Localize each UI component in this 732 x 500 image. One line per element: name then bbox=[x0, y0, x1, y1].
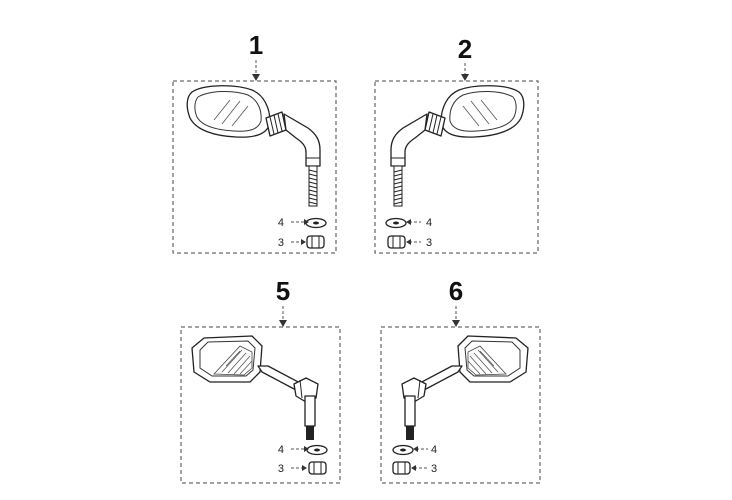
part-3-nut: 3 bbox=[392, 461, 437, 475]
arrow-icon bbox=[452, 320, 460, 327]
arrow-icon bbox=[302, 465, 307, 471]
assembly-box bbox=[180, 326, 341, 484]
mirror-drawing bbox=[401, 335, 529, 440]
part-number: 4 bbox=[278, 444, 284, 456]
assembly-2: 2 4 bbox=[374, 34, 539, 254]
arrow-icon bbox=[304, 219, 309, 225]
part-3-nut: 3 bbox=[278, 461, 327, 475]
mirror-drawing bbox=[191, 335, 319, 440]
part-number: 3 bbox=[278, 237, 284, 249]
assembly-box bbox=[172, 80, 337, 254]
part-number: 3 bbox=[431, 463, 437, 475]
arrow-icon bbox=[406, 239, 411, 245]
arrow-icon bbox=[304, 446, 309, 452]
arrow-icon bbox=[406, 219, 411, 225]
arrow-icon bbox=[461, 74, 469, 81]
arrow-icon bbox=[411, 465, 416, 471]
assembly-number: 1 bbox=[249, 30, 263, 60]
assembly-6: 6 4 bbox=[380, 276, 541, 484]
arrow-icon bbox=[252, 74, 260, 81]
arrow-icon bbox=[279, 320, 287, 327]
part-3-nut: 3 bbox=[278, 235, 325, 249]
mirror-drawing bbox=[390, 85, 525, 207]
part-4-washer: 4 bbox=[278, 217, 327, 229]
part-number: 4 bbox=[431, 444, 437, 456]
arrow-icon bbox=[413, 446, 418, 452]
part-3-nut: 3 bbox=[387, 235, 432, 249]
assembly-number: 2 bbox=[458, 34, 472, 64]
assembly-box bbox=[380, 326, 541, 484]
part-4-washer: 4 bbox=[278, 444, 328, 456]
assembly-number: 5 bbox=[276, 276, 290, 306]
part-number: 3 bbox=[278, 463, 284, 475]
mirror-drawing bbox=[186, 85, 321, 207]
arrow-icon bbox=[301, 239, 306, 245]
assembly-box bbox=[374, 80, 539, 254]
assembly-1: 1 4 bbox=[172, 30, 337, 254]
part-number: 4 bbox=[426, 217, 432, 229]
part-number: 3 bbox=[426, 237, 432, 249]
assembly-5: 5 4 bbox=[180, 276, 341, 484]
assembly-number: 6 bbox=[449, 276, 463, 306]
part-4-washer: 4 bbox=[392, 444, 437, 456]
part-4-washer: 4 bbox=[385, 217, 432, 229]
part-number: 4 bbox=[278, 217, 284, 229]
